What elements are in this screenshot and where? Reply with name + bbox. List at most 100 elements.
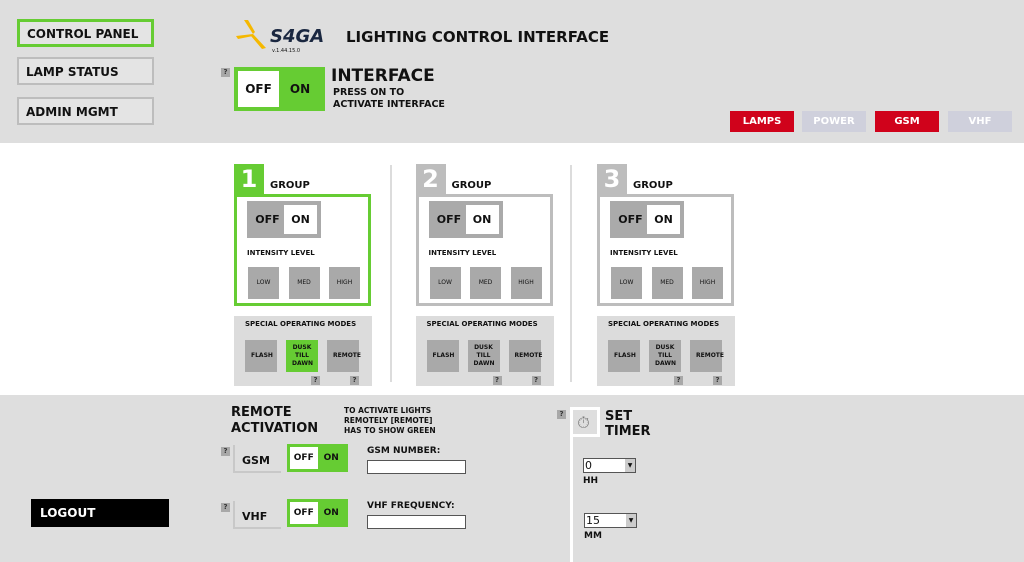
group-toggle[interactable]: OFF ON bbox=[610, 201, 684, 238]
timer-title-2: TIMER bbox=[605, 424, 651, 439]
gsm-toggle[interactable]: OFF ON bbox=[287, 444, 348, 472]
logout-button[interactable]: LOGOUT bbox=[31, 499, 169, 527]
mode-remote-button[interactable]: REMOTE bbox=[508, 340, 543, 372]
help-icon[interactable]: ? bbox=[674, 376, 683, 385]
mode-label: FLASH bbox=[614, 352, 636, 359]
mode-label: DUSK TILL DAWN bbox=[292, 344, 313, 367]
mode-label: DUSK TILL DAWN bbox=[473, 344, 495, 367]
hours-label: HH bbox=[583, 476, 599, 486]
timer-border bbox=[570, 407, 573, 562]
remote-title-2: ACTIVATION bbox=[231, 421, 319, 436]
mode-flash-button[interactable]: FLASH bbox=[426, 340, 459, 372]
status-lamps: LAMPS bbox=[730, 111, 794, 132]
mode-dusk-till-dawn-button[interactable]: DUSK TILL DAWN bbox=[286, 340, 318, 372]
status-power: POWER bbox=[802, 111, 866, 132]
gsm-on[interactable]: ON bbox=[323, 453, 339, 463]
interface-hint-1: PRESS ON TO bbox=[333, 87, 405, 98]
gsm-number-label: GSM NUMBER: bbox=[367, 446, 441, 456]
status-vhf: VHF bbox=[948, 111, 1012, 132]
gsm-number-input[interactable] bbox=[367, 460, 466, 474]
vhf-off[interactable]: OFF bbox=[290, 502, 318, 524]
divider bbox=[390, 165, 392, 382]
stopwatch-icon: ⏱ bbox=[570, 407, 600, 437]
mode-label: FLASH bbox=[251, 352, 273, 359]
intensity-high-button[interactable]: HIGH bbox=[510, 267, 542, 299]
help-icon[interactable]: ? bbox=[221, 503, 230, 512]
minutes-select[interactable]: 15 ▼ bbox=[584, 513, 637, 528]
nav-control-panel[interactable]: CONTROL PANEL bbox=[17, 19, 154, 47]
intensity-high-button[interactable]: HIGH bbox=[329, 267, 360, 299]
interface-hint-2: ACTIVATE INTERFACE bbox=[333, 99, 445, 110]
intensity-label: INTENSITY LEVEL bbox=[247, 249, 315, 257]
vhf-label: VHF bbox=[233, 501, 281, 529]
intensity-med-button[interactable]: MED bbox=[470, 267, 501, 299]
help-icon[interactable]: ? bbox=[492, 376, 502, 385]
help-icon[interactable]: ? bbox=[221, 68, 230, 77]
group-on[interactable]: ON bbox=[647, 205, 680, 234]
vhf-frequency-label: VHF FREQUENCY: bbox=[367, 501, 455, 511]
group-off[interactable]: OFF bbox=[618, 213, 643, 226]
group-number: 1 bbox=[234, 164, 264, 195]
group-on[interactable]: ON bbox=[465, 205, 499, 234]
mode-label: REMOTE bbox=[514, 352, 543, 359]
group-off[interactable]: OFF bbox=[436, 213, 462, 226]
remote-title-1: REMOTE bbox=[231, 405, 292, 420]
help-icon[interactable]: ? bbox=[350, 376, 359, 385]
chevron-down-icon[interactable]: ▼ bbox=[625, 459, 635, 472]
group-label: GROUP bbox=[633, 180, 673, 191]
help-icon[interactable]: ? bbox=[311, 376, 320, 385]
status-gsm: GSM bbox=[875, 111, 939, 132]
intensity-low-button[interactable]: LOW bbox=[248, 267, 279, 299]
logo-text: S4GA bbox=[270, 26, 325, 47]
group-number: 2 bbox=[415, 164, 446, 195]
special-modes-label: SPECIAL OPERATING MODES bbox=[426, 320, 538, 328]
intensity-high-button[interactable]: HIGH bbox=[692, 267, 723, 299]
intensity-low-button[interactable]: LOW bbox=[611, 267, 642, 299]
vhf-frequency-input[interactable] bbox=[367, 515, 466, 529]
mode-label: DUSK TILL DAWN bbox=[655, 344, 676, 367]
interface-off[interactable]: OFF bbox=[238, 71, 279, 107]
chevron-down-icon[interactable]: ▼ bbox=[626, 514, 636, 527]
intensity-med-button[interactable]: MED bbox=[651, 267, 683, 299]
interface-on[interactable]: ON bbox=[289, 82, 311, 96]
remote-note-3: HAS TO SHOW GREEN bbox=[344, 426, 436, 435]
special-modes-label: SPECIAL OPERATING MODES bbox=[608, 320, 720, 328]
version: v.1.44.15.0 bbox=[272, 48, 301, 54]
minutes-value: 15 bbox=[586, 514, 600, 527]
gsm-off[interactable]: OFF bbox=[290, 447, 318, 469]
remote-note-2: REMOTELY [REMOTE] bbox=[344, 416, 433, 425]
minutes-label: MM bbox=[584, 531, 602, 541]
help-icon[interactable]: ? bbox=[221, 447, 230, 456]
nav-admin-mgmt[interactable]: ADMIN MGMT bbox=[17, 97, 154, 125]
group-label: GROUP bbox=[451, 180, 492, 191]
interface-toggle[interactable]: OFF ON bbox=[234, 67, 325, 111]
intensity-med-button[interactable]: MED bbox=[288, 267, 320, 299]
vhf-toggle[interactable]: OFF ON bbox=[287, 499, 348, 527]
hours-select[interactable]: 0▼ bbox=[583, 458, 636, 473]
special-modes-label: SPECIAL OPERATING MODES bbox=[245, 320, 357, 328]
group-off[interactable]: OFF bbox=[255, 213, 280, 226]
mode-flash-button[interactable]: FLASH bbox=[608, 340, 640, 372]
divider bbox=[570, 165, 572, 382]
mode-remote-button[interactable]: REMOTE bbox=[690, 340, 724, 372]
group-on[interactable]: ON bbox=[284, 205, 317, 234]
mode-dusk-till-dawn-button[interactable]: DUSK TILL DAWN bbox=[649, 340, 681, 372]
mode-dusk-till-dawn-button[interactable]: DUSK TILL DAWN bbox=[467, 340, 500, 372]
intensity-label: INTENSITY LEVEL bbox=[428, 249, 497, 257]
help-icon[interactable]: ? bbox=[557, 410, 566, 419]
gsm-label: GSM bbox=[233, 445, 281, 473]
help-icon[interactable]: ? bbox=[713, 376, 722, 385]
footer-band bbox=[0, 395, 1024, 562]
group-toggle[interactable]: OFF ON bbox=[247, 201, 321, 238]
mode-flash-button[interactable]: FLASH bbox=[245, 340, 277, 372]
logo-icon bbox=[236, 20, 270, 50]
mode-remote-button[interactable]: REMOTE bbox=[327, 340, 361, 372]
vhf-on[interactable]: ON bbox=[323, 508, 339, 518]
help-icon[interactable]: ? bbox=[531, 376, 541, 385]
remote-note-1: TO ACTIVATE LIGHTS bbox=[344, 406, 432, 415]
nav-lamp-status[interactable]: LAMP STATUS bbox=[17, 57, 154, 85]
intensity-low-button[interactable]: LOW bbox=[429, 267, 461, 299]
